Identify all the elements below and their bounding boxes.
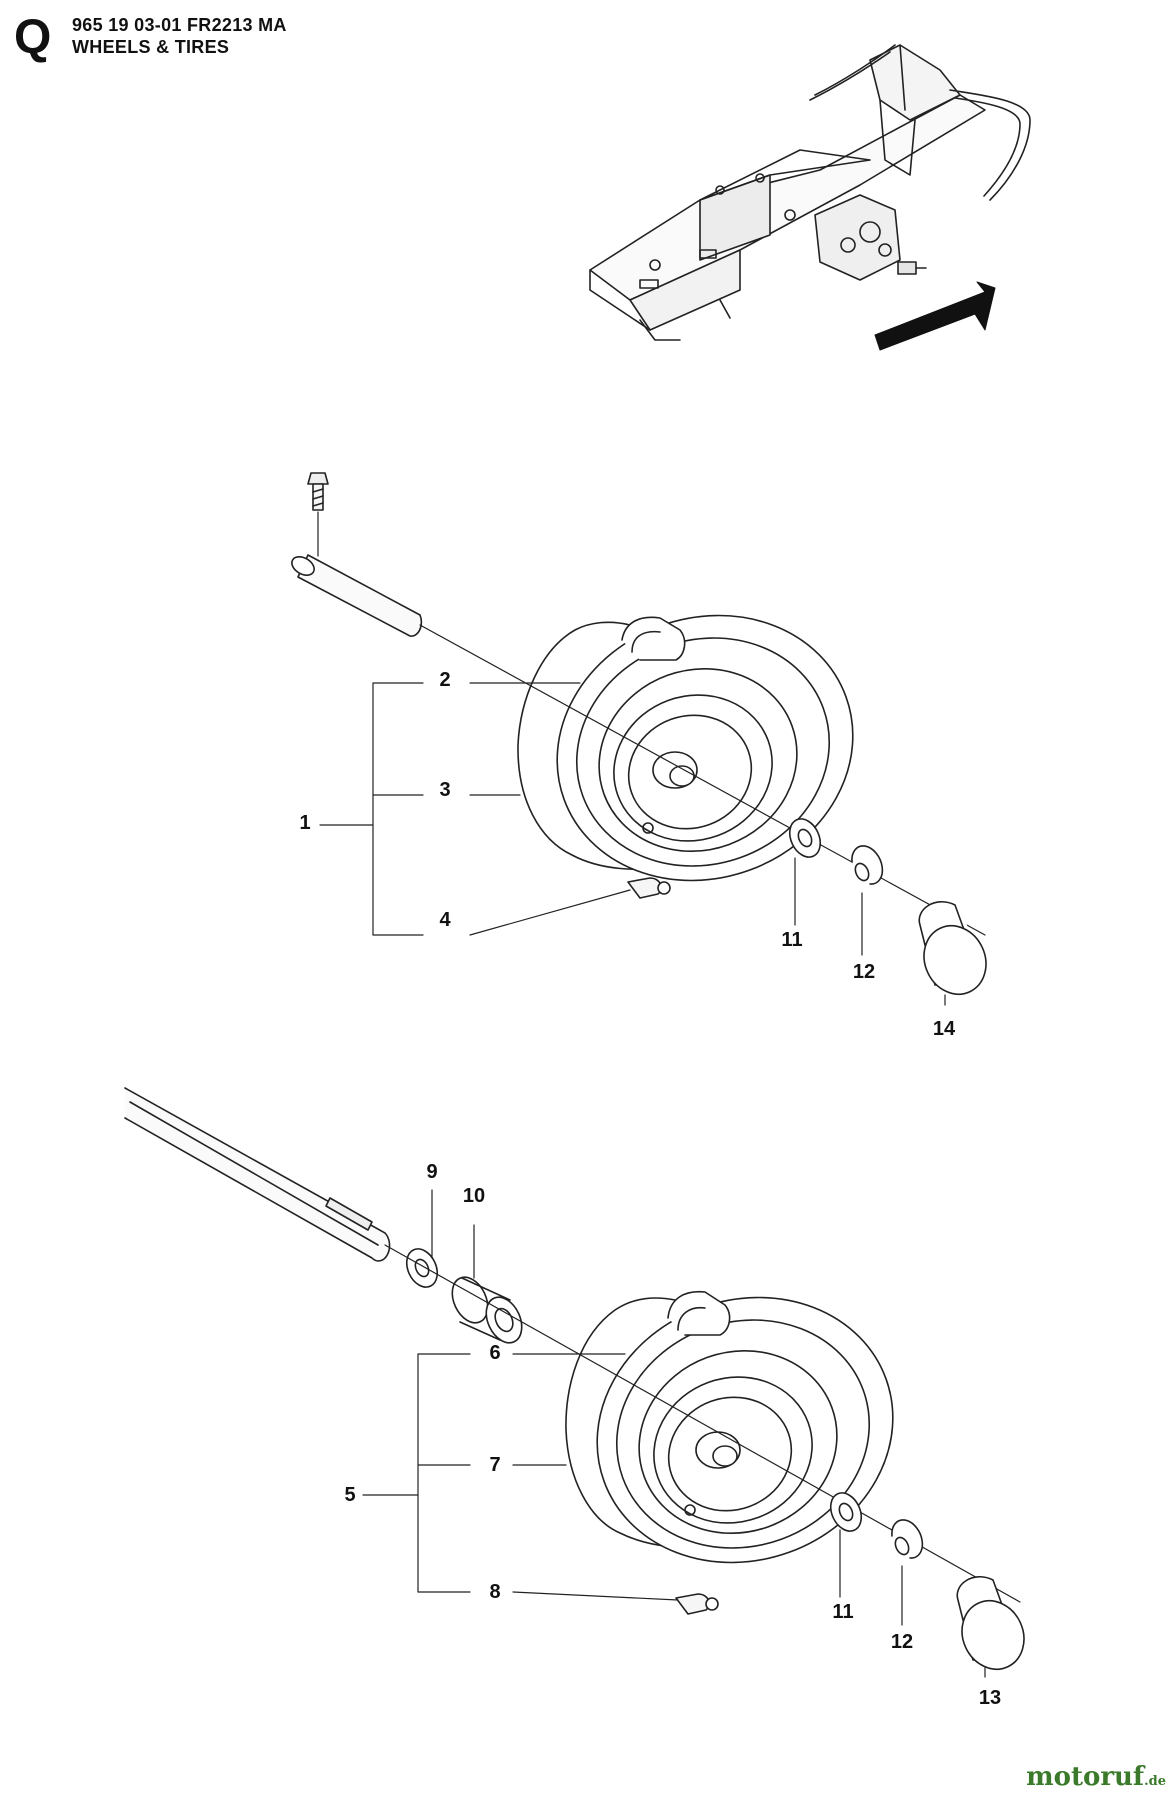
- front-tire: [565, 1290, 894, 1564]
- callout-5: 5: [344, 1484, 356, 1506]
- watermark-logo: motoruf.de: [1026, 1764, 1166, 1790]
- tractor-frame-overview: [589, 44, 1031, 351]
- front-callout-leaders: [362, 1189, 986, 1678]
- front-axle-shaft: [124, 1087, 391, 1262]
- hub-cap-14: [918, 900, 990, 995]
- watermark-brand: motoruf: [1026, 1762, 1145, 1792]
- rear-hub: [642, 751, 698, 834]
- washer-11-front: [829, 1492, 863, 1532]
- callout-6: 6: [489, 1342, 501, 1364]
- callout-12-rear: 12: [852, 961, 876, 983]
- callout-3: 3: [439, 779, 451, 801]
- part-number-title: 965 19 03-01 FR2213 MA: [72, 15, 287, 35]
- axle-pin: [291, 554, 423, 637]
- front-hub: [684, 1431, 741, 1516]
- washer-11-rear: [788, 818, 822, 858]
- location-arrow-icon: [874, 281, 996, 351]
- rear-callout-leaders: [319, 682, 946, 1006]
- callout-11-front: 11: [832, 1601, 854, 1623]
- callout-7: 7: [489, 1454, 501, 1476]
- callout-2: 2: [439, 669, 451, 691]
- hub-cap-13: [956, 1575, 1025, 1670]
- bolt: [307, 472, 329, 511]
- callout-8: 8: [489, 1581, 501, 1603]
- rear-wheel-assembly: [291, 472, 990, 1006]
- callout-9: 9: [426, 1161, 438, 1183]
- washer-9: [405, 1248, 439, 1288]
- e-clip-12-front: [891, 1519, 924, 1559]
- callout-4: 4: [439, 909, 451, 931]
- callout-11-rear: 11: [781, 929, 803, 951]
- front-wheel-assembly: [124, 1087, 1025, 1678]
- callout-10: 10: [462, 1185, 486, 1207]
- assembly-title: WHEELS & TIRES: [72, 37, 230, 57]
- callout-12-front: 12: [890, 1631, 914, 1653]
- callout-13: 13: [978, 1687, 1002, 1709]
- rear-tire: [517, 614, 854, 882]
- callout-1: 1: [299, 812, 311, 834]
- valve-stem: [627, 877, 671, 899]
- e-clip-12-rear: [851, 845, 884, 885]
- valve-stem-front: [675, 1593, 719, 1615]
- watermark-tld: .de: [1144, 1774, 1166, 1789]
- bushing-10: [446, 1276, 523, 1344]
- callout-14: 14: [932, 1018, 956, 1040]
- section-letter: Q: [14, 11, 52, 64]
